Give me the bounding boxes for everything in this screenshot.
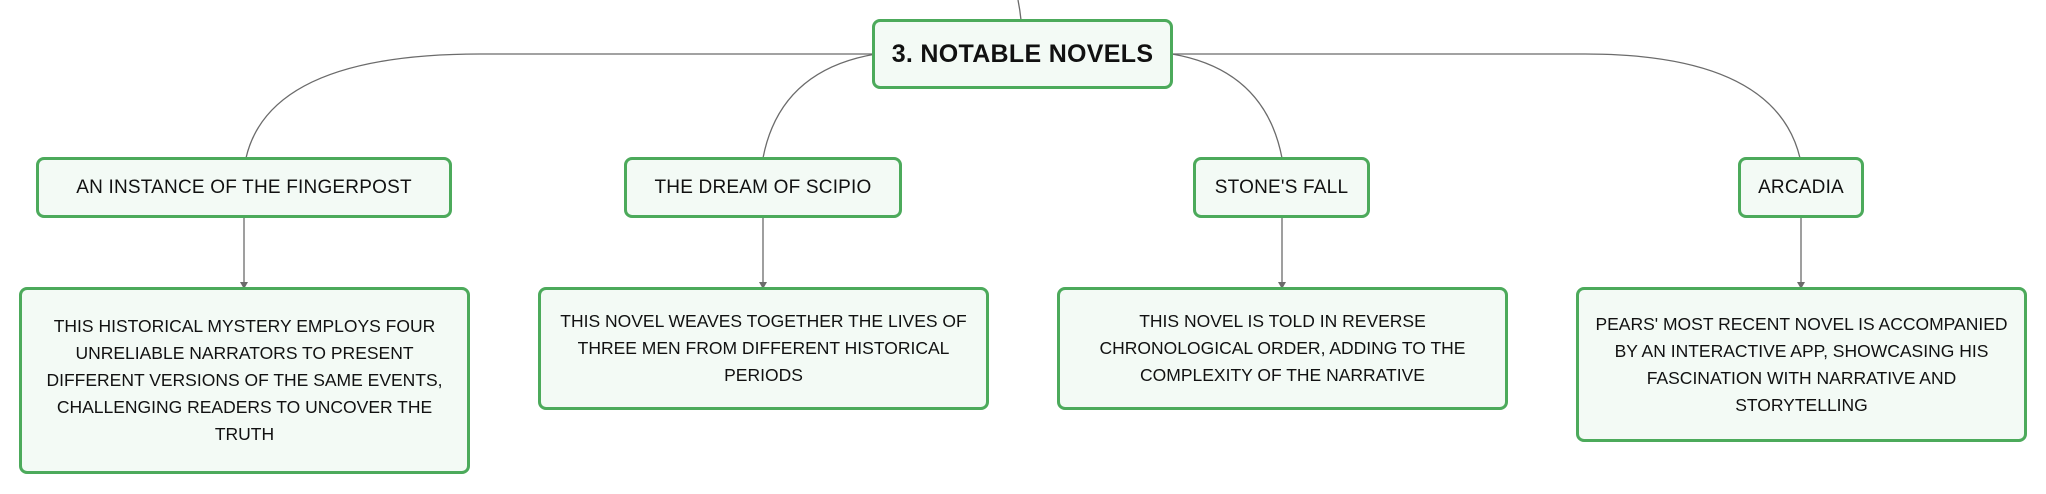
novel-description-node-3[interactable]: THIS NOVEL IS TOLD IN REVERSE CHRONOLOGI… [1057,287,1508,410]
novel-description-text: PEARS' MOST RECENT NOVEL IS ACCOMPANIED … [1595,313,2008,415]
novel-title-label: STONE'S FALL [1214,176,1349,198]
connector-to-parent [1017,0,1022,21]
arrowhead-desc-4 [1797,282,1805,289]
novel-description-text: THIS NOVEL IS TOLD IN REVERSE CHRONOLOGI… [1099,311,1466,385]
connector-root-to-title-1 [245,53,876,159]
root-node-label: 3. NOTABLE NOVELS [891,39,1154,68]
connector-root-to-title-2 [762,53,877,159]
root-node[interactable]: 3. NOTABLE NOVELS [872,19,1173,89]
novel-title-label: AN INSTANCE OF THE FINGERPOST [76,176,412,198]
novel-title-node-4[interactable]: ARCADIA [1738,157,1864,218]
novel-description-text: THIS HISTORICAL MYSTERY EMPLOYS FOUR UNR… [46,316,443,444]
novel-title-node-2[interactable]: THE DREAM OF SCIPIO [624,157,902,218]
novel-title-label: THE DREAM OF SCIPIO [654,176,872,198]
connector-root-to-title-3 [1171,53,1283,159]
novel-description-node-2[interactable]: THIS NOVEL WEAVES TOGETHER THE LIVES OF … [538,287,989,410]
arrowhead-desc-1 [240,282,248,289]
connector-root-to-title-4 [1172,53,1801,159]
novel-title-node-3[interactable]: STONE'S FALL [1193,157,1370,218]
novel-description-node-4[interactable]: PEARS' MOST RECENT NOVEL IS ACCOMPANIED … [1576,287,2027,442]
novel-title-label: ARCADIA [1758,176,1844,198]
novel-description-node-1[interactable]: THIS HISTORICAL MYSTERY EMPLOYS FOUR UNR… [19,287,470,474]
arrowhead-desc-2 [759,282,767,289]
arrowhead-desc-3 [1278,282,1286,289]
novel-description-text: THIS NOVEL WEAVES TOGETHER THE LIVES OF … [560,311,967,385]
novel-title-node-1[interactable]: AN INSTANCE OF THE FINGERPOST [36,157,452,218]
